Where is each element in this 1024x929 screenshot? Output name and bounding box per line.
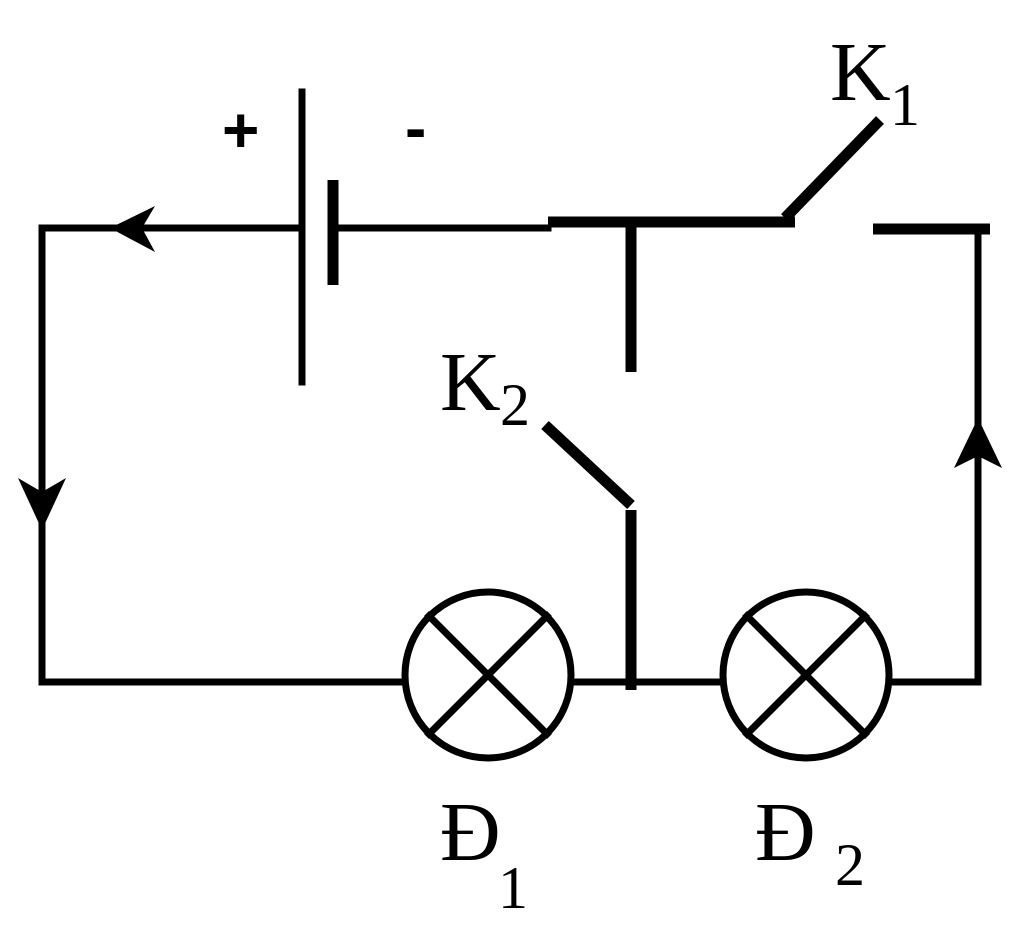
- lamp-d2-label: Đ: [755, 786, 816, 879]
- switch-k1-label: K: [830, 26, 891, 119]
- switch-k2-index: 2: [500, 372, 530, 438]
- arrow-up-icon: [954, 418, 1002, 468]
- arrow-down-icon: [18, 478, 66, 530]
- switch-k1-blade: [781, 116, 884, 222]
- switch-k2-blade: [541, 420, 635, 510]
- wire-top-left: [38, 224, 408, 686]
- battery-plus-label: +: [222, 94, 259, 166]
- lamp-d2-index: 2: [835, 832, 865, 898]
- switch-k1-index: 1: [890, 72, 920, 138]
- lamp-d1-icon: [401, 588, 575, 762]
- lamp-d2-icon: [719, 588, 893, 762]
- arrow-left-icon: [110, 206, 155, 252]
- battery-minus-label: -: [405, 92, 426, 164]
- switch-k2-label: K: [440, 336, 501, 429]
- lamp-d1-index: 1: [498, 855, 528, 921]
- lamp-d1-label: Đ: [440, 786, 501, 879]
